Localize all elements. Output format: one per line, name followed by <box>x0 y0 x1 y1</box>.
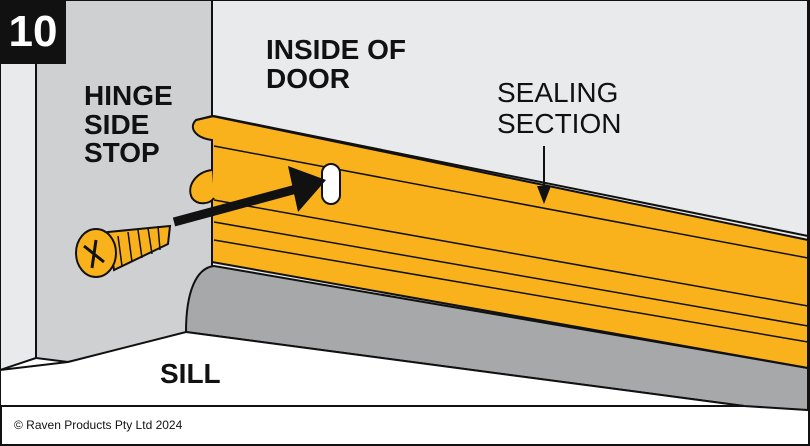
arrow-icon <box>172 166 326 227</box>
hinge-side-stop-label: HINGE SIDE STOP <box>84 80 173 169</box>
seal-rib <box>213 239 809 343</box>
screw-slot <box>321 163 341 205</box>
seal-rib <box>213 199 809 307</box>
label-line: SECTION <box>497 107 622 139</box>
left-wall <box>0 38 37 372</box>
seal-rib <box>213 221 809 327</box>
label-line: SEALING <box>497 77 619 108</box>
inside-of-door-label: INSIDE OF DOOR <box>266 34 407 94</box>
sill-label: SILL <box>160 358 221 389</box>
pointer-arrow <box>537 146 551 204</box>
label-line: SIDE <box>84 108 150 140</box>
seal-end-profile <box>189 169 215 205</box>
sealing-section-label: SEALING SECTION <box>497 77 622 140</box>
sill-rubber <box>184 264 809 412</box>
step-number-badge: 10 <box>0 0 66 64</box>
sill-floor <box>0 330 745 407</box>
copyright-text: © Raven Products Pty Ltd 2024 <box>14 418 183 432</box>
label-line: DOOR <box>266 62 350 94</box>
label-line: STOP <box>84 137 160 169</box>
label-line: HINGE <box>84 80 173 111</box>
seal-rib <box>213 145 809 259</box>
sealing-section <box>191 114 809 370</box>
seal-top-lip <box>195 114 809 237</box>
label-line: INSIDE OF <box>266 34 407 65</box>
screw-icon <box>75 224 172 278</box>
